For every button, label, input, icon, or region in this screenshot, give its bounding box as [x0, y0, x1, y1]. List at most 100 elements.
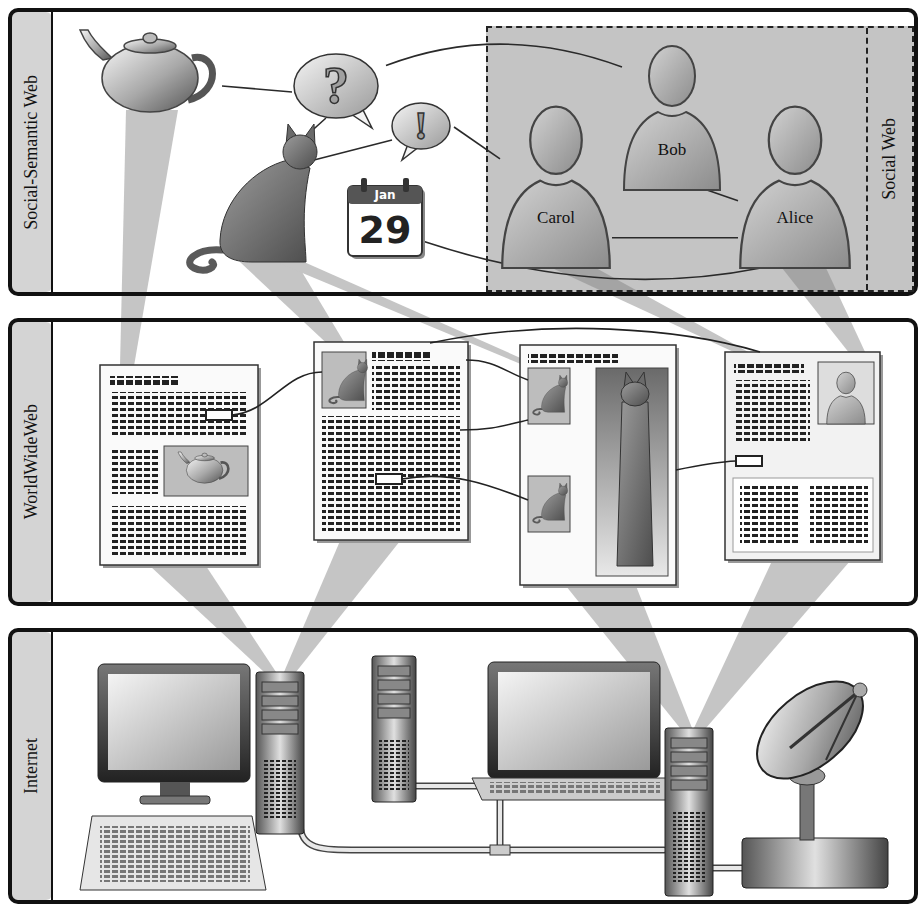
hyperlink-line	[460, 420, 528, 430]
server-tower	[264, 760, 296, 820]
server-tower	[671, 766, 707, 776]
network-cable	[300, 822, 664, 850]
desktop-computer	[140, 796, 210, 804]
web-page	[317, 345, 471, 543]
web-page	[206, 410, 232, 420]
person-silhouette	[502, 107, 610, 268]
web-page	[734, 364, 804, 373]
laptop	[488, 662, 660, 778]
projection-beam	[150, 566, 276, 672]
server-tower	[372, 656, 416, 802]
network-cable	[300, 822, 664, 850]
server-tower	[671, 738, 707, 748]
laptop	[472, 778, 682, 800]
person-silhouette	[500, 100, 612, 268]
web-page	[100, 365, 261, 568]
server-tower	[378, 666, 410, 676]
web-page	[533, 483, 567, 522]
web-page	[178, 452, 228, 483]
web-page	[314, 342, 468, 540]
hyperlink-line	[402, 476, 528, 500]
label-holder: !	[392, 103, 450, 149]
speech-bubble: !	[388, 100, 454, 160]
band-strip	[12, 632, 52, 900]
band-strip	[51, 12, 53, 292]
web-page	[733, 478, 873, 552]
server-tower	[372, 656, 416, 802]
web-page	[596, 368, 668, 576]
server-tower	[262, 710, 298, 720]
web-page	[734, 380, 810, 444]
server-tower	[262, 682, 298, 692]
satellite-dish	[739, 663, 880, 798]
web-page	[528, 354, 618, 363]
server-tower	[673, 812, 705, 882]
server-tower	[665, 728, 713, 896]
region-fill	[486, 26, 914, 292]
person-figure: Bob	[622, 40, 722, 190]
band-strip	[12, 12, 52, 292]
hyperlink-line	[232, 328, 760, 500]
server-tower	[256, 672, 304, 834]
web-page	[725, 352, 880, 560]
web-page	[329, 359, 367, 403]
server-tower	[671, 752, 707, 762]
calendar-day: 29	[359, 211, 412, 249]
band-strip	[51, 322, 53, 602]
server-tower	[378, 694, 410, 704]
label-holder: ?	[294, 54, 378, 118]
calendar-shape	[348, 186, 422, 204]
person-silhouette	[740, 107, 849, 268]
illustration-line	[314, 140, 392, 160]
social-web-region: Social WebCarolBobAlice	[486, 26, 914, 292]
calendar-shape	[361, 178, 367, 192]
network-cable	[713, 865, 744, 872]
web-page	[810, 486, 868, 546]
calendar-shape	[348, 186, 422, 256]
desktop-computer	[80, 816, 266, 890]
web-page	[617, 402, 653, 566]
server-tower	[379, 740, 409, 790]
speech-bubble-shape	[392, 103, 450, 149]
link-line	[386, 44, 622, 67]
web-page	[110, 392, 248, 438]
laptop	[498, 672, 650, 770]
person-silhouette	[738, 100, 852, 268]
web-page	[322, 416, 460, 532]
projection-beam	[782, 268, 866, 354]
layer-band: WorldWideWeb	[8, 318, 918, 606]
teapot-icon	[80, 30, 213, 112]
network-cable	[498, 800, 502, 850]
web-page	[736, 456, 762, 466]
web-page	[520, 345, 679, 588]
desktop-computer	[98, 664, 250, 782]
web-page	[372, 366, 460, 410]
web-page	[103, 368, 261, 568]
hyperlink-line	[676, 461, 736, 470]
web-page	[376, 474, 402, 484]
label-holder: Alice	[738, 206, 852, 230]
label-holder: Bob	[622, 138, 722, 162]
server-tower	[256, 672, 304, 834]
bubble-symbol: ?	[323, 60, 349, 112]
hyperlink-line	[466, 360, 528, 380]
network-cable	[490, 845, 510, 855]
web-page	[314, 342, 471, 543]
laptop	[490, 782, 660, 794]
network-cable	[713, 866, 744, 870]
satellite-dish	[790, 692, 858, 748]
cat-icon	[190, 124, 317, 270]
projection-beam	[120, 110, 178, 366]
person-silhouette	[624, 46, 720, 190]
web-page	[533, 375, 567, 414]
server-tower	[262, 696, 298, 706]
band-strip	[51, 632, 53, 900]
satellite-dish	[826, 692, 858, 760]
server-tower	[671, 780, 707, 790]
web-page	[725, 352, 883, 563]
network-cable	[416, 784, 482, 788]
network-cable	[497, 800, 504, 850]
layer-band: Internet	[8, 628, 918, 904]
label-strip: Internet	[12, 632, 52, 900]
